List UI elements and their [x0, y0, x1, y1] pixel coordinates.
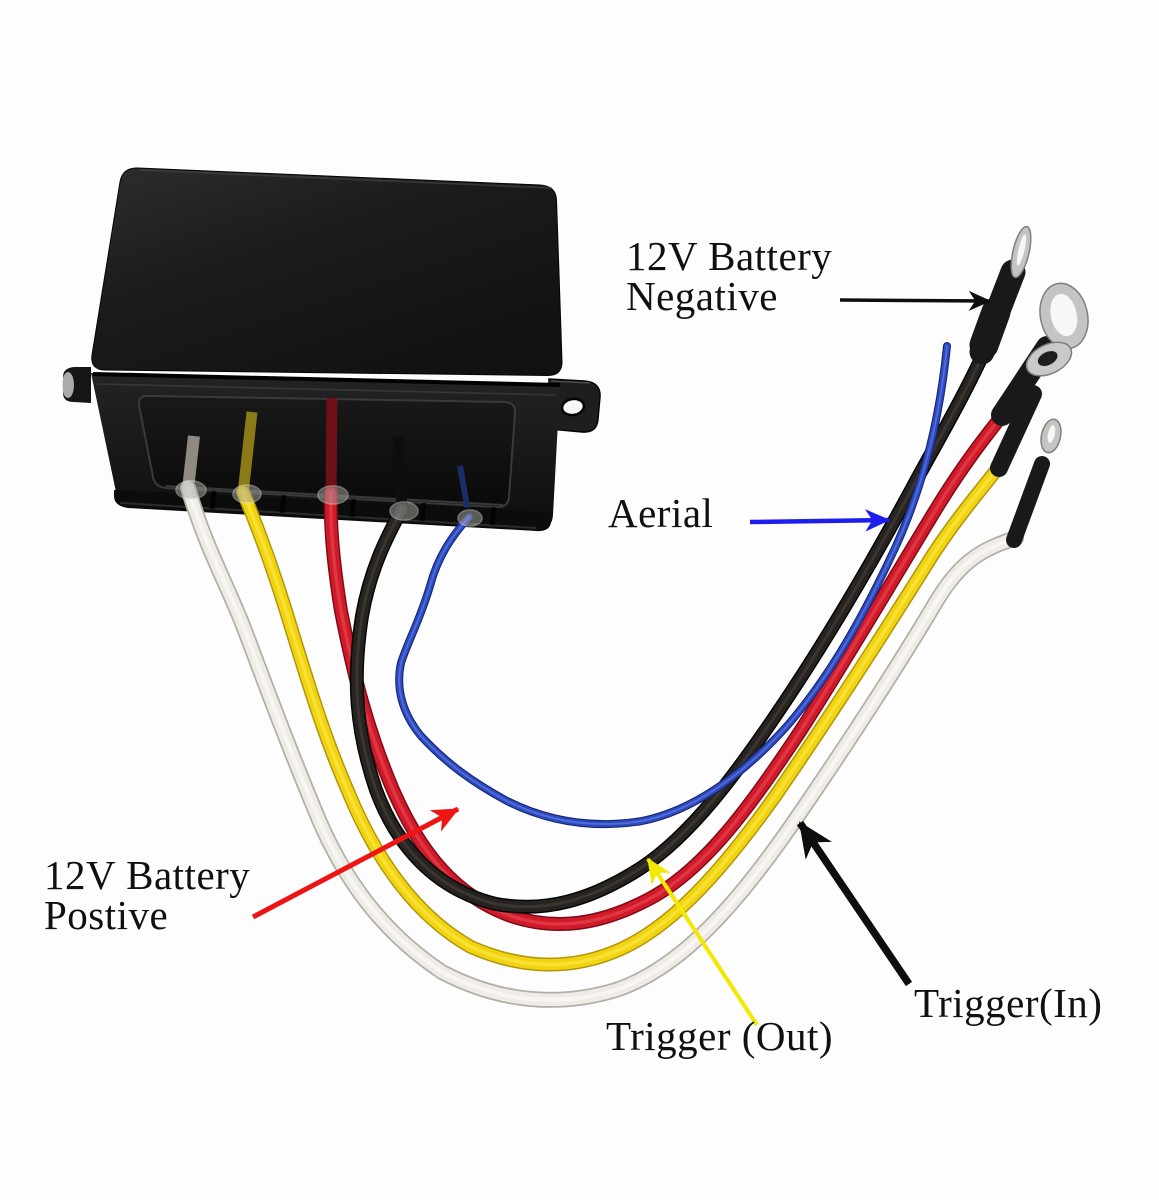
label-line: Postive [44, 892, 169, 939]
annotation-arrows [251, 290, 992, 1027]
label-line: Negative [626, 273, 778, 320]
glue-blob [232, 484, 262, 504]
label-line: 12V Battery [44, 852, 251, 898]
glue-blob [389, 501, 419, 521]
tab-highlight [62, 372, 74, 398]
label-line: 12V Battery [626, 233, 833, 279]
black-wire-stub [392, 435, 408, 511]
label-battery-positive: 12V Battery Postive [44, 852, 251, 939]
lid-top-highlight [139, 169, 553, 189]
glue-blob [317, 485, 349, 505]
glue-blob [175, 480, 207, 500]
label-battery-negative: 12V Battery Negative [626, 233, 833, 320]
spade-terminal-black-wire [1010, 225, 1032, 279]
lip-notches [209, 490, 497, 526]
label-trigger-in: Trigger(In) [914, 980, 1103, 1026]
trigger-out-arrow [646, 857, 759, 1027]
mounting-hole [560, 397, 586, 417]
battery-positive-arrow [251, 806, 460, 920]
ring-terminal-small-white-wire [1040, 418, 1062, 454]
seam-highlight [96, 383, 557, 396]
yellow-wire-stub [237, 411, 258, 495]
white-wire-heat-shrink [1006, 456, 1050, 548]
lid-seam [92, 372, 561, 387]
ring-terminal-flat [1025, 341, 1073, 377]
label-trigger-out: Trigger (Out) [606, 1013, 834, 1059]
trigger-in-arrow [796, 820, 913, 987]
battery-negative-arrow [839, 290, 992, 311]
yellow-wire-heat-shrink [990, 385, 1042, 477]
aerial-arrow [749, 509, 891, 532]
box-lid [91, 167, 563, 377]
tab-edge-highlight [550, 380, 591, 384]
glue-blob [457, 509, 483, 527]
label-aerial: Aerial [608, 490, 714, 536]
ring-terminals [1010, 225, 1089, 454]
red-wire-stub [325, 397, 338, 495]
ring-terminal-large [1039, 282, 1089, 350]
sealant-blobs [175, 480, 483, 527]
black-wire-heat-shrink-bulge [969, 297, 1011, 360]
